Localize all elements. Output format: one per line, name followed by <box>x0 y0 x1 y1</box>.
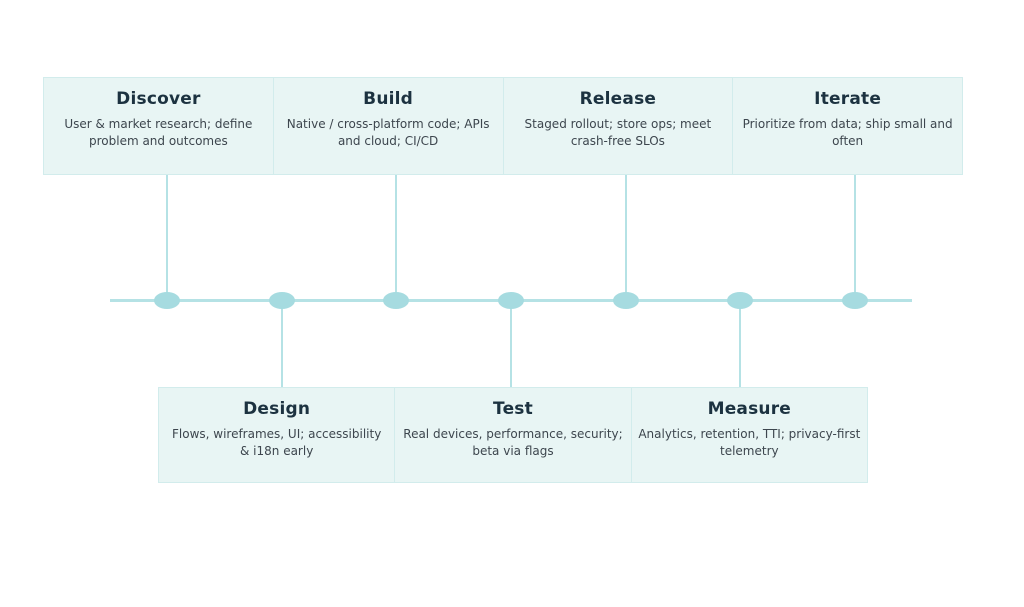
top-stage-row: Discover User & market research; define … <box>43 77 963 175</box>
connector-line-iterate <box>854 175 856 301</box>
stage-title: Measure <box>707 399 792 419</box>
timeline-node-build <box>383 292 409 309</box>
stage-description: User & market research; define problem a… <box>64 117 253 148</box>
timeline-node-discover <box>154 292 180 309</box>
timeline-node-release <box>613 292 639 309</box>
stage-description: Prioritize from data; ship small and oft… <box>742 117 953 148</box>
stage-title: Iterate <box>814 89 882 109</box>
connector-line-release <box>625 175 627 301</box>
stage-description: Staged rollout; store ops; meet crash-fr… <box>524 117 712 148</box>
timeline-node-test <box>498 292 524 309</box>
timeline-node-measure <box>727 292 753 309</box>
stage-box-discover: Discover User & market research; define … <box>43 77 274 175</box>
connector-line-design <box>281 301 283 387</box>
connector-line-measure <box>739 301 741 387</box>
connector-line-discover <box>166 175 168 301</box>
stage-title: Design <box>243 399 311 419</box>
stage-box-iterate: Iterate Prioritize from data; ship small… <box>733 77 963 175</box>
stage-box-release: Release Staged rollout; store ops; meet … <box>503 77 734 175</box>
stage-box-test: Test Real devices, performance, security… <box>395 387 632 483</box>
stage-title: Release <box>579 89 657 109</box>
connector-line-build <box>395 175 397 301</box>
timeline-node-iterate <box>842 292 868 309</box>
connector-line-test <box>510 301 512 387</box>
bottom-stage-row: Design Flows, wireframes, UI; accessibil… <box>158 387 868 483</box>
stage-box-measure: Measure Analytics, retention, TTI; priva… <box>631 387 868 483</box>
stage-description: Flows, wireframes, UI; accessibility & i… <box>171 427 382 458</box>
stage-description: Analytics, retention, TTI; privacy-first… <box>638 427 861 458</box>
timeline-node-design <box>269 292 295 309</box>
stage-description: Real devices, performance, security; bet… <box>403 427 623 458</box>
stage-box-design: Design Flows, wireframes, UI; accessibil… <box>158 387 396 483</box>
stage-description: Native / cross-platform code; APIs and c… <box>286 117 490 148</box>
stage-title: Discover <box>116 89 201 109</box>
stage-box-build: Build Native / cross-platform code; APIs… <box>273 77 504 175</box>
stage-title: Test <box>493 399 533 419</box>
stage-title: Build <box>363 89 414 109</box>
